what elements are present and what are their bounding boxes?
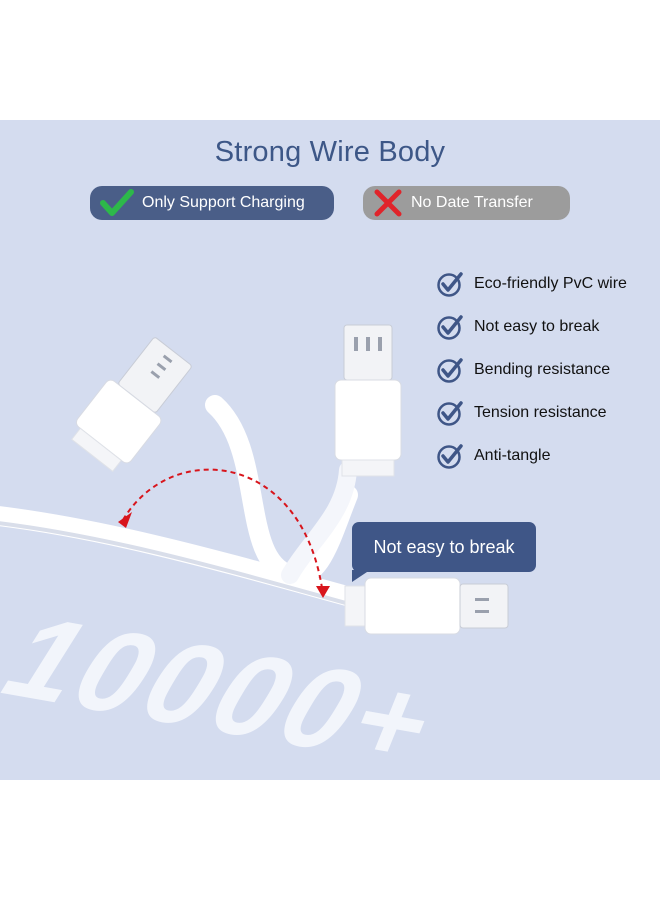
cross-icon	[374, 189, 402, 217]
check-circle-icon	[437, 400, 463, 426]
feature-label: Not easy to break	[474, 317, 600, 335]
feature-item: Not easy to break	[436, 305, 627, 348]
check-icon	[100, 189, 134, 216]
callout-tail	[352, 570, 370, 582]
callout-label: Not easy to break	[373, 536, 515, 557]
no-data-transfer-badge: No Date Transfer	[363, 186, 570, 220]
check-circle-icon	[437, 271, 463, 297]
check-circle-icon	[437, 314, 463, 340]
feature-item: Eco-friendly PvC wire	[436, 262, 627, 305]
page-title: Strong Wire Body	[214, 136, 446, 168]
feature-label: Tension resistance	[474, 403, 607, 421]
cable-illustration	[0, 324, 509, 635]
charging-only-badge: Only Support Charging	[90, 186, 334, 220]
feature-label: Eco-friendly PvC wire	[474, 274, 627, 292]
feature-label: Anti-tangle	[474, 446, 551, 464]
callout-bubble: Not easy to break	[352, 522, 536, 572]
feature-label: Bending resistance	[474, 360, 611, 378]
feature-list: Eco-friendly PvC wire Not easy to break …	[436, 262, 627, 477]
no-data-transfer-label: No Date Transfer	[411, 194, 533, 211]
check-circle-icon	[437, 443, 463, 469]
feature-item: Tension resistance	[436, 391, 627, 434]
check-circle-icon	[437, 357, 463, 383]
product-panel: Strong Wire Body Only Support Charging N…	[0, 120, 660, 780]
charging-only-label: Only Support Charging	[142, 194, 305, 211]
feature-item: Bending resistance	[436, 348, 627, 391]
feature-item: Anti-tangle	[436, 434, 627, 477]
